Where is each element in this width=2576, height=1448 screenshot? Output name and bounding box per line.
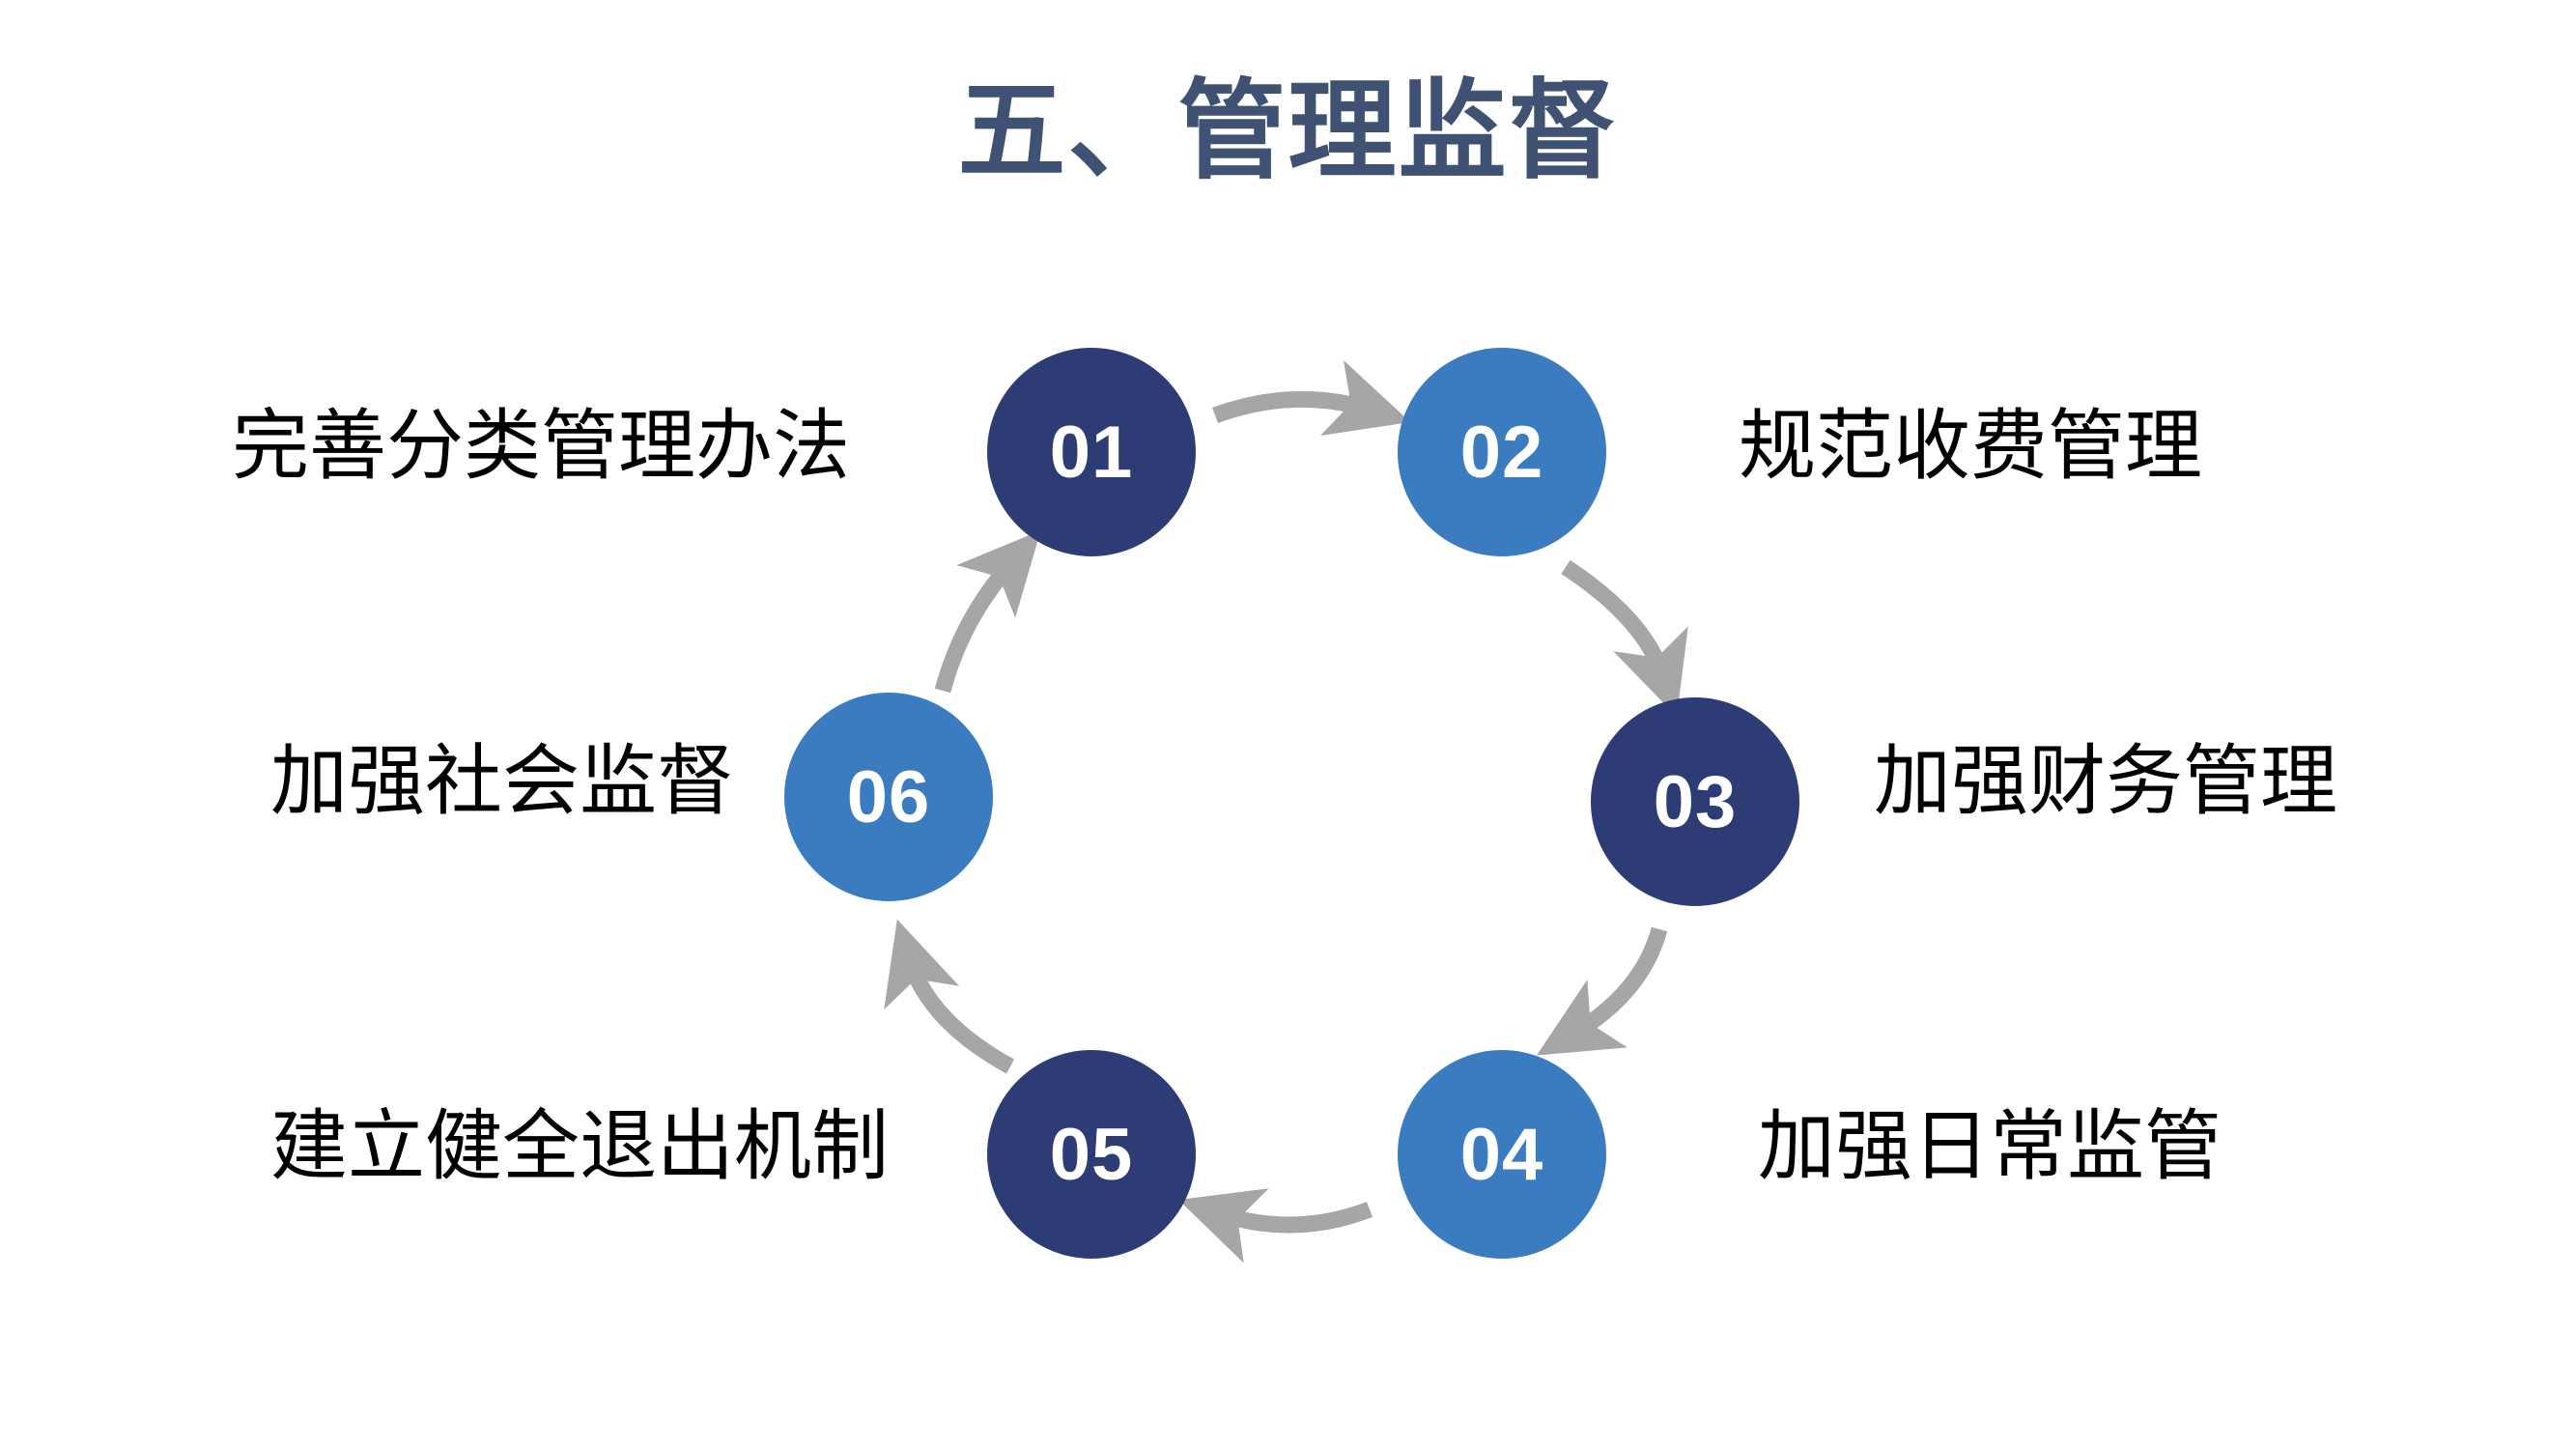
arrow-01-to-02 xyxy=(1212,360,1411,437)
cycle-node-02-number: 02 xyxy=(1459,411,1544,494)
cycle-label-04: 加强日常监管 xyxy=(1758,1103,2222,1189)
arrow-03-to-04 xyxy=(1536,926,1668,1056)
cycle-label-01: 完善分类管理办法 xyxy=(232,403,850,489)
cycle-node-03[interactable]: 03 xyxy=(1591,697,1799,906)
cycle-node-06-number: 06 xyxy=(846,755,931,838)
arrow-06-to-01 xyxy=(934,530,1041,694)
cycle-node-05-number: 05 xyxy=(1049,1113,1134,1196)
cycle-node-04[interactable]: 04 xyxy=(1398,1050,1606,1259)
cycle-label-05: 建立健全退出机制 xyxy=(270,1103,889,1189)
cycle-node-03-number: 03 xyxy=(1653,760,1738,843)
arrow-02-to-03 xyxy=(1561,559,1688,717)
cycle-node-05[interactable]: 05 xyxy=(987,1050,1196,1259)
cycle-node-01[interactable]: 01 xyxy=(987,348,1196,556)
cycle-label-02: 规范收费管理 xyxy=(1739,403,2202,489)
arrow-04-to-05 xyxy=(1178,1188,1373,1263)
page-title: 五、管理监督 xyxy=(957,71,1619,191)
cycle-label-03: 加强财务管理 xyxy=(1874,738,2337,824)
cycle-node-06[interactable]: 06 xyxy=(784,693,993,901)
cycle-node-01-number: 01 xyxy=(1049,411,1134,494)
cycle-node-04-number: 04 xyxy=(1459,1113,1544,1196)
cycle-node-02[interactable]: 02 xyxy=(1398,348,1606,556)
cycle-label-06: 加强社会监督 xyxy=(270,738,734,824)
arrow-05-to-06 xyxy=(884,919,1015,1074)
